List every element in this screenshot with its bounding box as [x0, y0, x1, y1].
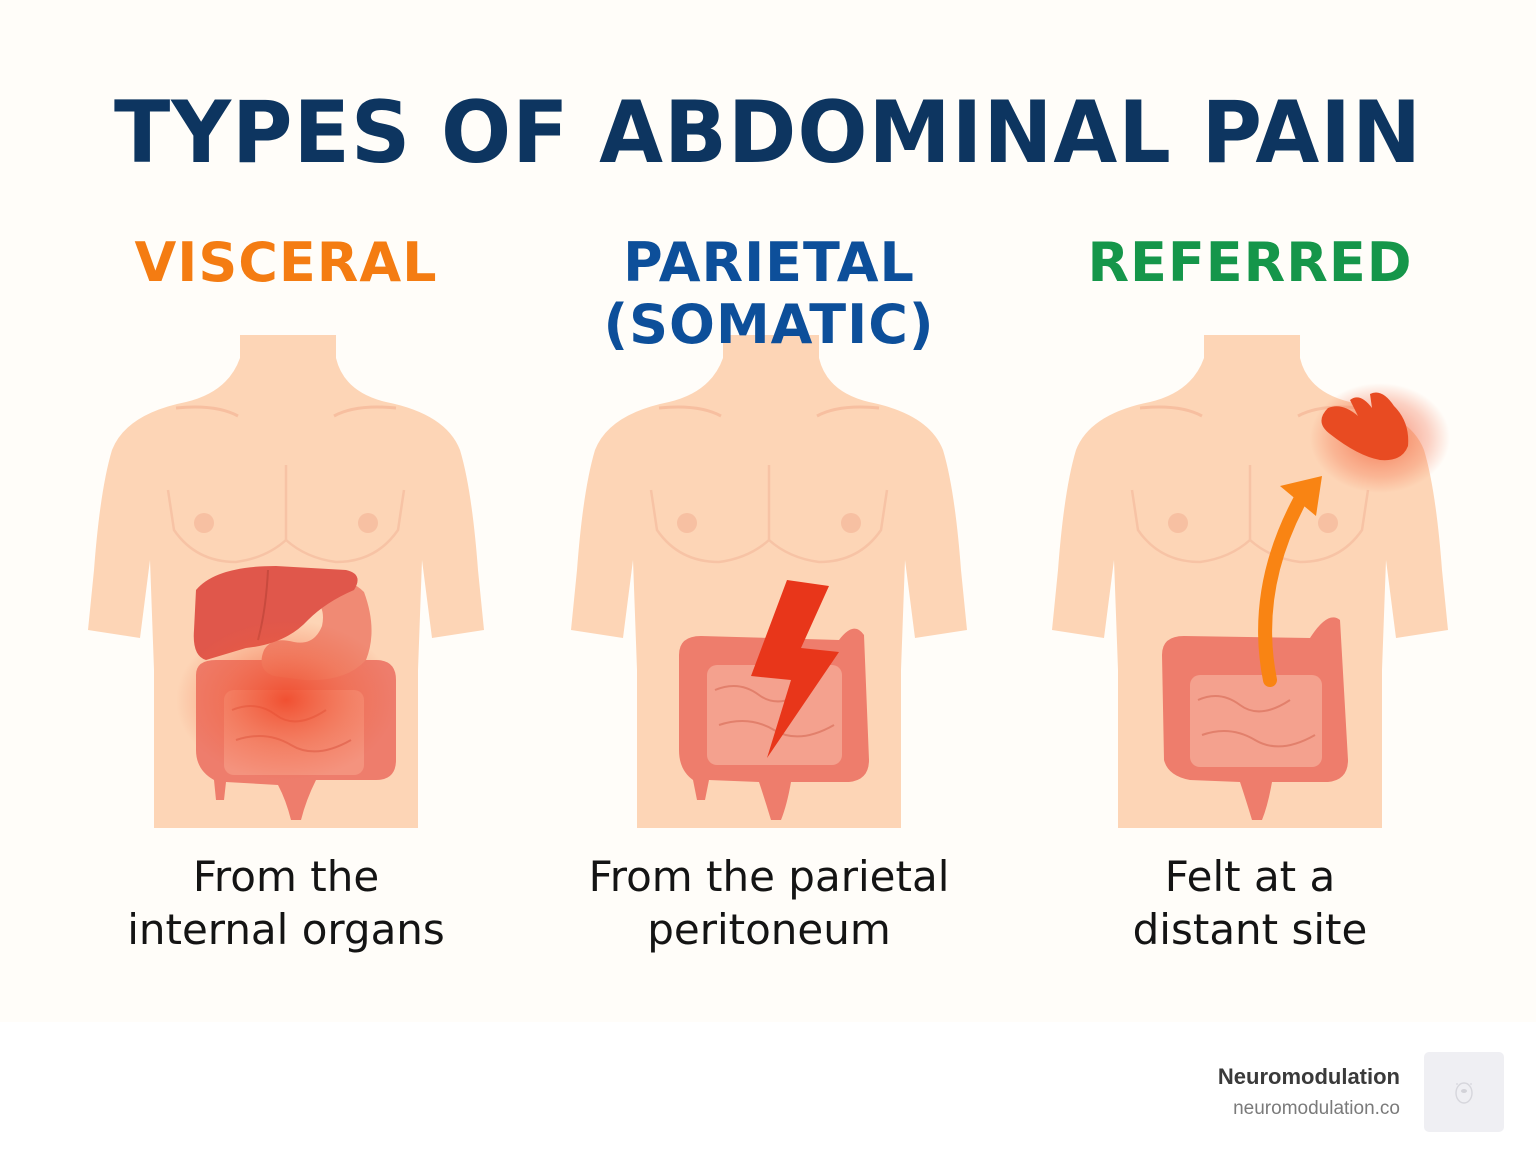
pain-glow-icon	[176, 620, 396, 780]
bear-logo-icon	[1455, 1082, 1473, 1104]
arrow-icon	[1258, 476, 1322, 687]
column-referred: REFERRED	[1010, 0, 1490, 1022]
torso-body-icon	[571, 335, 967, 828]
torso-visceral-illustration	[88, 335, 484, 828]
brand-logo[interactable]	[1424, 1052, 1504, 1132]
torso-referred-illustration	[1052, 335, 1450, 828]
caption-parietal-line2: peritoneum	[647, 905, 891, 954]
brand-url-link[interactable]: neuromodulation.co	[1233, 1098, 1400, 1119]
brand-name[interactable]: Neuromodulation	[1217, 1064, 1400, 1089]
caption-visceral-line2: internal organs	[127, 905, 445, 954]
lightning-bolt-icon	[751, 580, 839, 758]
heading-visceral-line1: VISCERAL	[134, 231, 438, 294]
torso-parietal-illustration	[571, 335, 967, 828]
heading-parietal-line2: (SOMATIC)	[603, 293, 935, 356]
heading-visceral: VISCERAL	[46, 232, 526, 294]
caption-referred-line2: distant site	[1132, 905, 1368, 954]
heading-referred: REFERRED	[1010, 232, 1490, 294]
caption-parietal: From the parietal peritoneum	[529, 850, 1009, 956]
caption-visceral-line1: From the	[192, 852, 380, 901]
caption-visceral: From the internal organs	[46, 850, 526, 956]
column-visceral: VISCERAL	[46, 0, 526, 1022]
heading-parietal: PARIETAL (SOMATIC)	[529, 232, 1009, 356]
column-parietal: PARIETAL (SOMATIC) From the parietal	[529, 0, 1009, 1022]
footer	[0, 1022, 1536, 1154]
heading-referred-line1: REFERRED	[1087, 231, 1413, 294]
infographic: TYPES OF ABDOMINAL PAIN VISCERAL	[46, 0, 1490, 1022]
hand-pain-icon	[1321, 392, 1409, 461]
main-title: TYPES OF ABDOMINAL PAIN	[113, 83, 1423, 183]
caption-referred: Felt at a distant site	[1010, 850, 1490, 956]
heading-parietal-line1: PARIETAL	[623, 231, 915, 294]
caption-referred-line1: Felt at a	[1164, 852, 1336, 901]
caption-parietal-line1: From the parietal	[588, 852, 950, 901]
intestines-icon	[1162, 617, 1348, 820]
